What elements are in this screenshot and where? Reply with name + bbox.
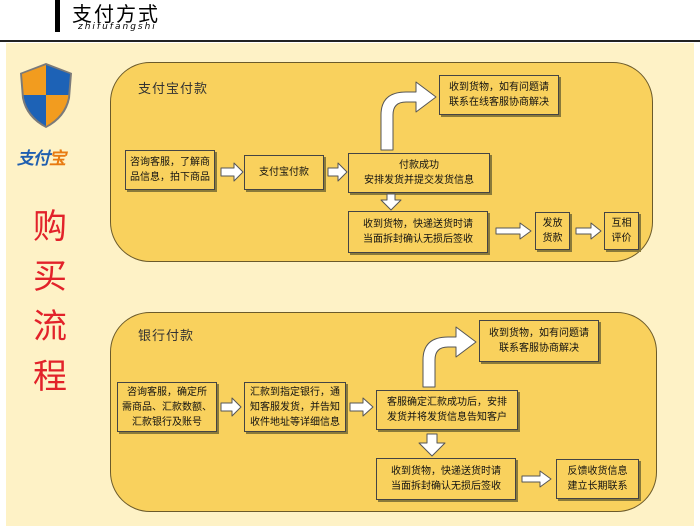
arrow-curved-up (380, 81, 437, 151)
bank-section-title: 银行付款 (138, 329, 195, 344)
alipay-review-step: 互相 评价 (604, 212, 639, 250)
arrow-down (418, 433, 446, 457)
bank-remit-step: 汇款到指定银行，通 知客服发货，并告知 收件地址等详细信息 (244, 382, 346, 432)
header-divider (0, 40, 700, 42)
alipay-consult-step: 咨询客服，了解商 品信息，拍下商品 (125, 150, 215, 190)
arrow-right (495, 222, 532, 240)
arrow-right (521, 470, 552, 488)
page-title: 支付方式 (72, 2, 160, 26)
bank-confirm-step: 客服确定汇款成功后，安排 发货并将发货信息告知客户 (376, 390, 518, 430)
bank-receive-step: 收到货物，快递送货时请 当面拆封确认无损后签收 (376, 458, 516, 500)
bank-problem-step: 收到货物，如有问题请 联系客服协商解决 (479, 320, 599, 362)
purchase-process-title: 购 买 流 程 (33, 207, 67, 397)
page-subtitle: zhifufangshi (78, 22, 157, 32)
alipay-section-title: 支付宝付款 (138, 82, 209, 97)
alipay-logo: 支付宝 (17, 149, 66, 169)
arrow-right (349, 397, 374, 417)
shield-icon (20, 63, 72, 128)
arrow-right (327, 162, 348, 182)
arrow-right (220, 162, 244, 182)
arrow-down (380, 193, 402, 211)
alipay-problem-step: 收到货物，如有问题请 联系在线客服协商解决 (439, 75, 559, 115)
arrow-right (575, 222, 602, 240)
bank-consult-step: 咨询客服，确定所 需商品、汇款数额、 汇款银行及账号 (117, 382, 217, 432)
alipay-release-step: 发放 货款 (535, 212, 570, 250)
arrow-right (220, 397, 242, 417)
bank-feedback-step: 反馈收货信息 建立长期联系 (556, 459, 639, 499)
arrow-curved-up (422, 326, 477, 388)
alipay-success-step: 付款成功 安排发货并提交发货信息 (348, 153, 490, 193)
header-accent-bar (55, 0, 60, 32)
alipay-receive-step: 收到货物，快递送货时请 当面拆封确认无损后签收 (348, 211, 488, 253)
alipay-pay-step: 支付宝付款 (244, 155, 324, 190)
